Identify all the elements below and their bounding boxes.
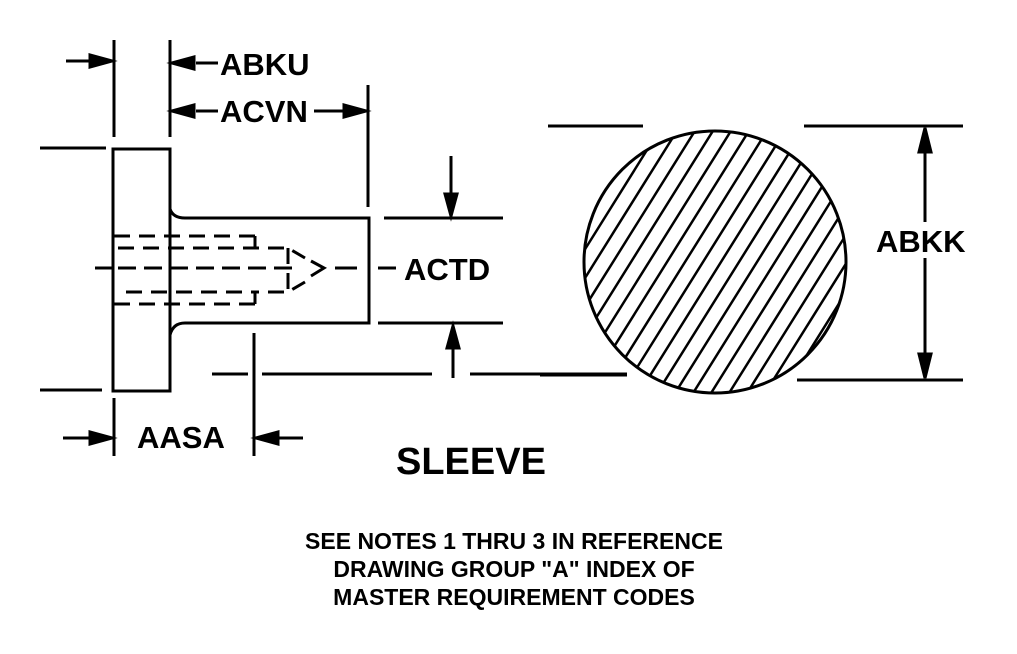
hatch-line (584, 131, 747, 393)
dim-label-aasa: AASA (137, 420, 225, 455)
hatch-line (785, 131, 846, 393)
side-view (111, 147, 371, 393)
hatch-line (623, 131, 846, 393)
dimension-arrows (63, 53, 933, 446)
sleeve-head (111, 147, 172, 393)
section-circle (582, 129, 848, 395)
hatch-line (584, 131, 846, 393)
hatch-line (749, 131, 846, 393)
end-view (582, 22, 1017, 502)
hatch-line (839, 131, 846, 393)
hatch-line (605, 131, 846, 393)
hatch-line (641, 131, 846, 393)
hatch-line (584, 131, 819, 393)
dim-label-acvn: ACVN (220, 94, 308, 129)
dim-label-abkk: ABKK (876, 224, 966, 259)
hatch-line (767, 131, 846, 393)
hatch-line (584, 131, 783, 393)
section-hatching (584, 22, 1017, 502)
drawing-title: SLEEVE (396, 441, 546, 483)
hidden-bore-lines (114, 234, 328, 306)
hatch-line (584, 131, 765, 393)
sleeve-shank (168, 208, 371, 336)
hatch-line (821, 131, 846, 393)
hatch-line (659, 131, 846, 393)
extension-lines (40, 40, 963, 456)
hatch-line (587, 131, 846, 393)
hatch-line (803, 131, 846, 393)
hatch-line (677, 131, 846, 393)
hatch-line (584, 131, 846, 393)
hatch-line (859, 22, 1017, 502)
dim-label-abku: ABKU (220, 47, 310, 82)
note-line-2: DRAWING GROUP "A" INDEX OF (333, 556, 694, 582)
note-line-3: MASTER REQUIREMENT CODES (333, 584, 695, 610)
hatch-line (584, 131, 837, 393)
dim-label-actd: ACTD (404, 252, 490, 287)
note-line-1: SEE NOTES 1 THRU 3 IN REFERENCE (305, 528, 723, 554)
hatch-line (584, 131, 801, 393)
hatch-line (713, 131, 846, 393)
hatch-line (584, 131, 657, 393)
